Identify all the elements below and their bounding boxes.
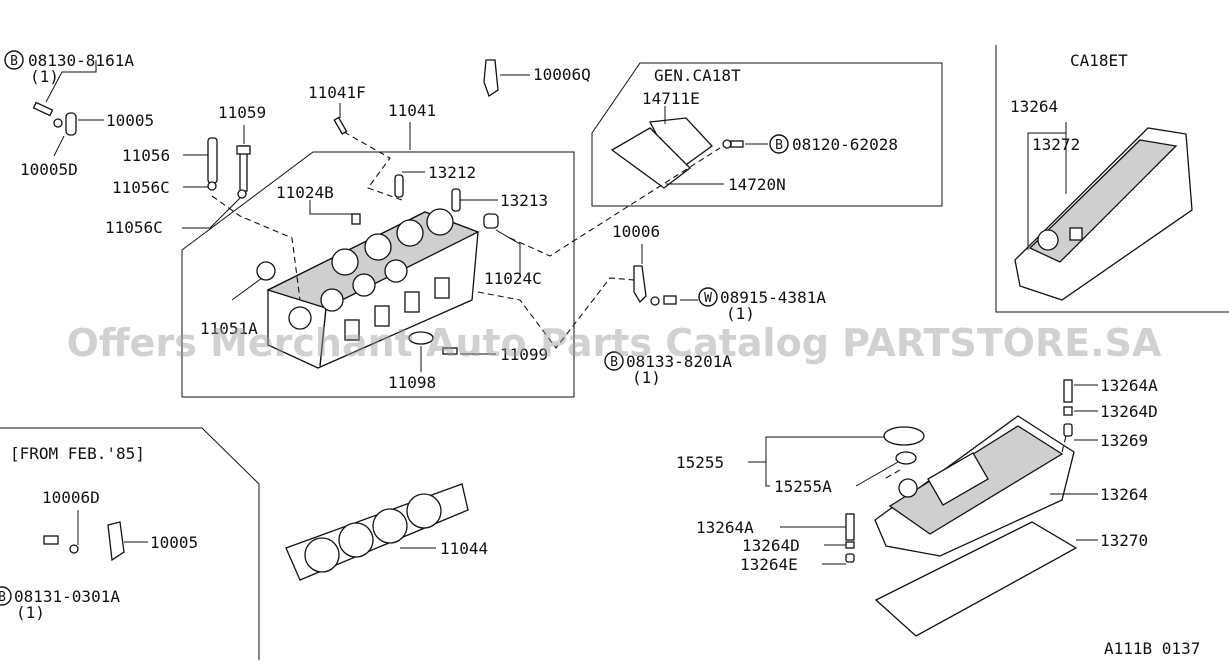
label-08131-qty: (1) xyxy=(16,603,45,622)
part-labels: 08130-8161A (1) 10005 10005D 11056 11056… xyxy=(10,51,1200,658)
label-ca18et: CA18ET xyxy=(1070,51,1128,70)
label-11099: 11099 xyxy=(500,345,548,364)
rocker-cover-gasket xyxy=(874,521,1078,637)
marker-b-08133: B xyxy=(604,351,624,371)
label-13264d-top: 13264D xyxy=(1100,402,1158,421)
head-gasket xyxy=(285,483,469,581)
label-from-feb85: [FROM FEB.'85] xyxy=(10,444,145,463)
label-11056: 11056 xyxy=(122,146,170,165)
label-gen-ca18t: GEN.CA18T xyxy=(654,66,741,85)
label-13213: 13213 xyxy=(500,191,548,210)
cylinder-head-cam-journals xyxy=(288,208,454,330)
label-10005-feb85: 10005 xyxy=(150,533,198,552)
svg-text:W: W xyxy=(704,291,712,306)
cover-fasteners xyxy=(845,379,1073,563)
label-10006: 10006 xyxy=(612,222,660,241)
svg-text:B: B xyxy=(0,590,6,605)
label-08133-qty: (1) xyxy=(632,368,661,387)
drawing-code: A111B 0137 xyxy=(1104,639,1200,658)
marker-b-08130: B xyxy=(4,50,24,70)
label-13212: 13212 xyxy=(428,163,476,182)
label-13264-inset: 13264 xyxy=(1010,97,1058,116)
oil-cap xyxy=(883,426,925,465)
dashed-assembly-lines xyxy=(211,131,1067,479)
label-11044: 11044 xyxy=(440,539,488,558)
label-11041f: 11041F xyxy=(308,83,366,102)
label-14720n: 14720N xyxy=(728,175,786,194)
bracket-10006q xyxy=(483,59,499,98)
label-14711e: 14711E xyxy=(642,89,700,108)
label-08915-qty: (1) xyxy=(726,304,755,323)
bracket-10005-top xyxy=(32,101,77,136)
label-11056c-2: 11056C xyxy=(105,218,163,237)
label-13264a-bottom: 13264A xyxy=(696,518,754,537)
svg-text:B: B xyxy=(10,54,18,69)
label-08915-4381a: 08915-4381A xyxy=(720,288,826,307)
label-11024c: 11024C xyxy=(484,269,542,288)
label-13264e: 13264E xyxy=(740,555,798,574)
label-10006d: 10006D xyxy=(42,488,100,507)
label-13264d-bottom: 13264D xyxy=(742,536,800,555)
label-10006q: 10006Q xyxy=(533,65,591,84)
label-08120-62028: 08120-62028 xyxy=(792,135,898,154)
label-13270: 13270 xyxy=(1100,531,1148,550)
cylinder-head xyxy=(266,208,480,369)
label-08130-qty: (1) xyxy=(30,67,59,86)
bracket-10006 xyxy=(633,265,677,306)
label-15255: 15255 xyxy=(676,453,724,472)
label-11051a: 11051A xyxy=(200,319,258,338)
label-13272: 13272 xyxy=(1032,135,1080,154)
label-08133-8201a: 08133-8201A xyxy=(626,352,732,371)
label-13264a-top: 13264A xyxy=(1100,376,1158,395)
label-13264-main: 13264 xyxy=(1100,485,1148,504)
label-11059: 11059 xyxy=(218,103,266,122)
label-10005: 10005 xyxy=(106,111,154,130)
label-08131-0301a: 08131-0301A xyxy=(14,587,120,606)
svg-text:B: B xyxy=(775,138,783,153)
label-10005d: 10005D xyxy=(20,160,78,179)
label-11041: 11041 xyxy=(388,101,436,120)
leader-lines xyxy=(45,60,1098,565)
label-15255a: 15255A xyxy=(774,477,832,496)
cylinder-head-ports xyxy=(344,277,450,341)
svg-text:B: B xyxy=(610,355,618,370)
marker-b-08120: B xyxy=(769,134,789,154)
main-rocker-cover xyxy=(874,415,1075,557)
ca18et-rocker-cover xyxy=(1014,127,1193,301)
marker-w-08915: W xyxy=(698,287,718,307)
gen-ca18t-parts xyxy=(610,117,744,189)
label-11098: 11098 xyxy=(388,373,436,392)
watermark-text: Offers Merchant Auto Parts Catalog PARTS… xyxy=(67,321,1162,365)
label-08130-8161a: 08130-8161A xyxy=(28,51,134,70)
marker-b-08131: B xyxy=(0,586,12,606)
head-small-parts xyxy=(207,116,499,355)
label-13269: 13269 xyxy=(1100,431,1148,450)
label-11024b: 11024B xyxy=(276,183,334,202)
feb85-parts xyxy=(43,521,125,562)
label-11056c: 11056C xyxy=(112,178,170,197)
section-borders xyxy=(0,45,1229,660)
